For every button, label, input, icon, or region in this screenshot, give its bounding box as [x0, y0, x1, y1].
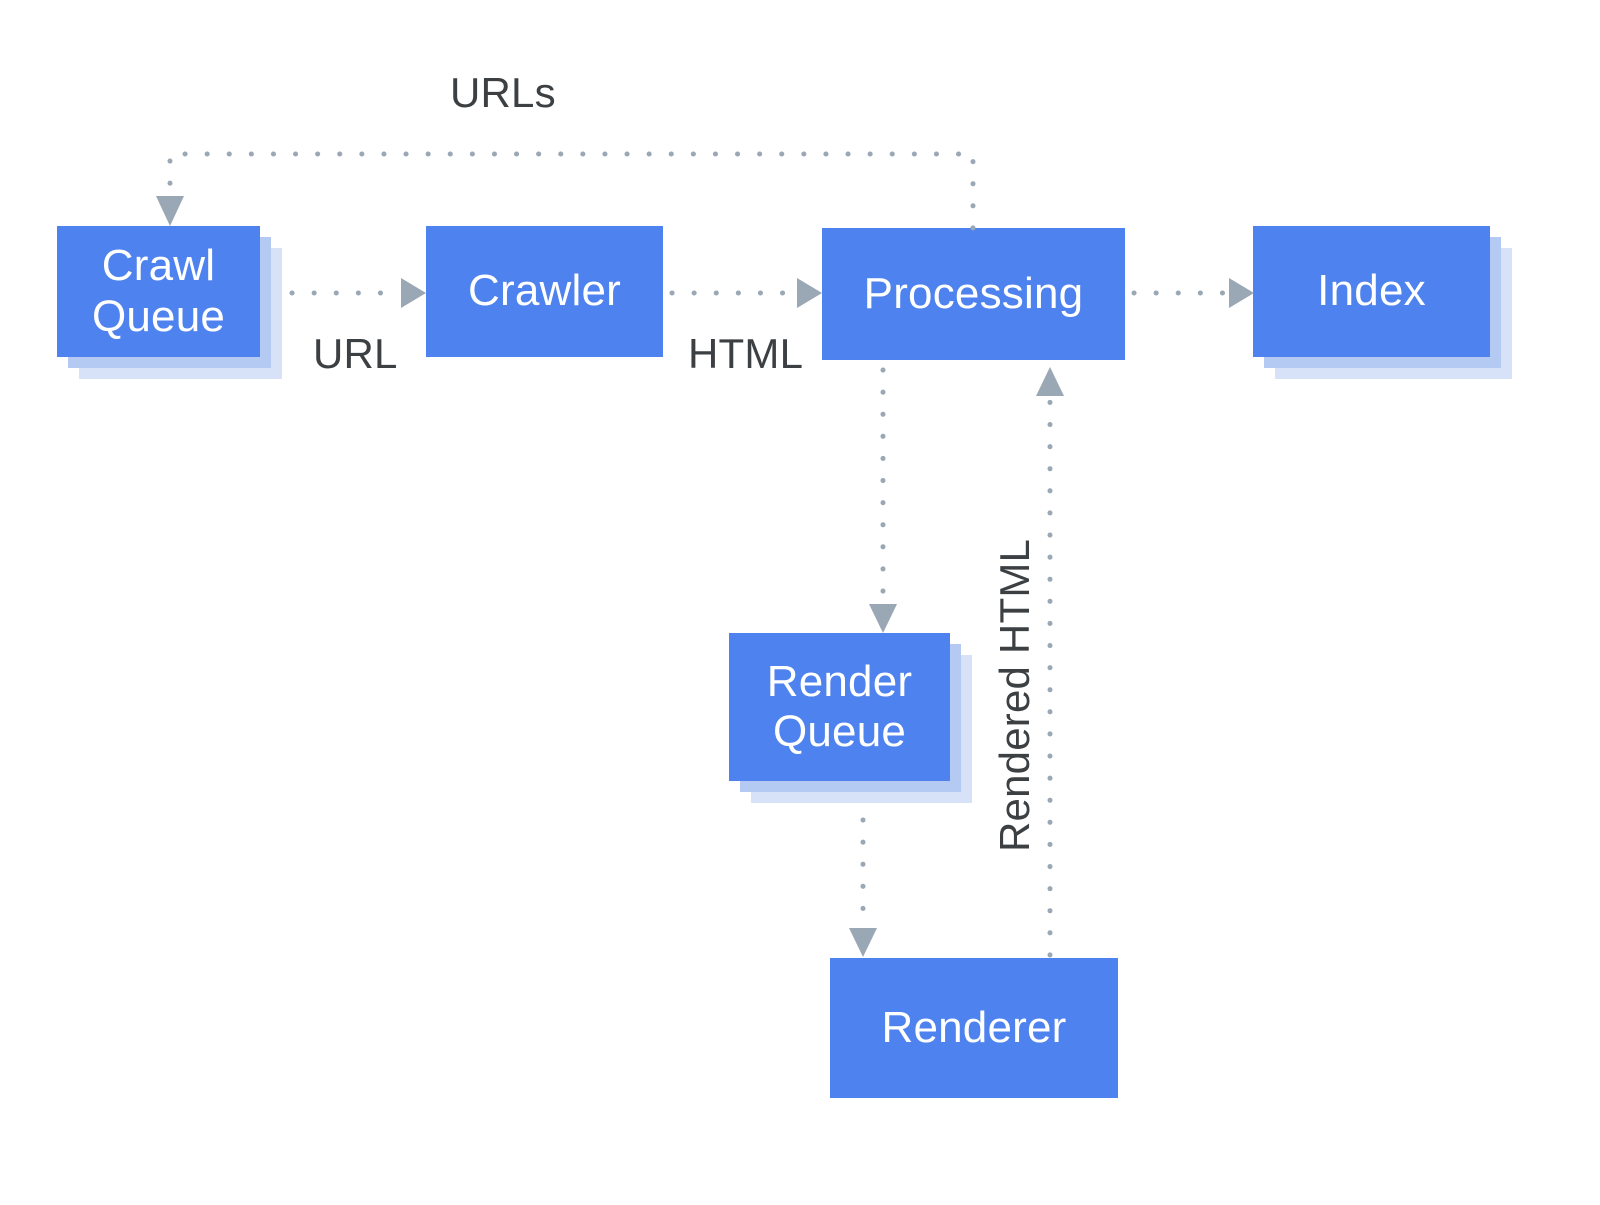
node-render-queue[interactable]: Render Queue [729, 633, 972, 803]
edge-crawler-to-processing [669, 278, 822, 308]
node-face: Crawl Queue [57, 226, 260, 357]
node-crawl-queue[interactable]: Crawl Queue [57, 226, 282, 379]
edge-render-queue-to-renderer [849, 817, 877, 957]
arrowhead-right [401, 278, 426, 308]
edge-processing-to-index [1131, 278, 1254, 308]
edge-renderer-to-processing [1036, 367, 1064, 958]
node-crawler[interactable]: Crawler [426, 226, 663, 357]
edge-processing-to-render-queue [869, 367, 897, 633]
arrowhead-up [1036, 367, 1064, 396]
node-face: Processing [822, 228, 1125, 360]
node-label-renderer: Renderer [881, 1002, 1067, 1052]
arrowhead-right [797, 278, 822, 308]
node-face: Index [1253, 226, 1490, 357]
node-face: Crawler [426, 226, 663, 357]
arrowhead-down [869, 604, 897, 633]
edge-label-rendered-html: Rendered HTML [991, 538, 1038, 852]
node-label-crawl-queue: Crawl Queue [91, 241, 226, 341]
node-processing[interactable]: Processing [822, 228, 1125, 360]
edge-crawl-queue-to-crawler [289, 278, 426, 308]
node-face: Renderer [830, 958, 1118, 1098]
node-label-render-queue: Render Queue [766, 656, 913, 756]
node-face: Render Queue [729, 633, 950, 781]
arrowhead-right [1229, 278, 1254, 308]
arrowhead-down [849, 928, 877, 957]
node-renderer[interactable]: Renderer [830, 958, 1118, 1098]
edge-label-url: URL [313, 330, 398, 377]
node-index[interactable]: Index [1253, 226, 1512, 379]
edge-processing-to-crawl-queue [156, 151, 976, 231]
edge-label-urls: URLs [450, 69, 556, 116]
node-label-processing: Processing [863, 268, 1084, 318]
edge-label-html: HTML [688, 330, 804, 377]
node-label-index: Index [1317, 266, 1426, 316]
node-label-crawler: Crawler [468, 266, 621, 316]
arrowhead-down [156, 196, 184, 226]
